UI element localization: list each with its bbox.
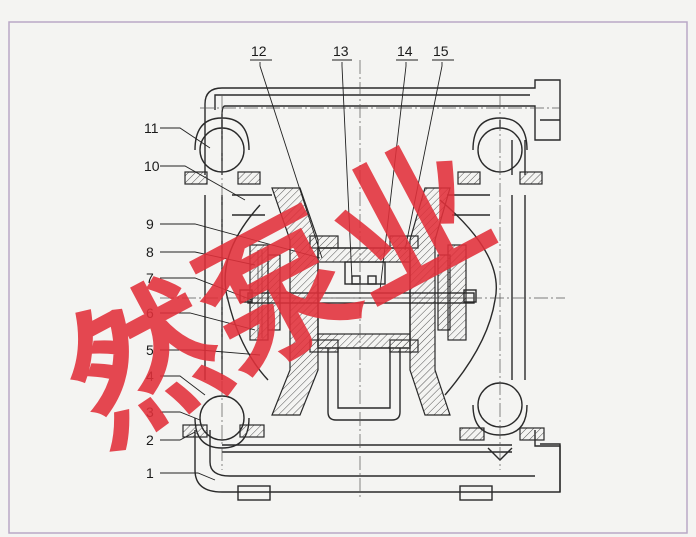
part-label-9: 9 xyxy=(146,216,154,232)
left-diaphragm-assembly xyxy=(239,187,319,416)
part-label-10: 10 xyxy=(144,158,160,174)
part-label-4: 4 xyxy=(146,368,154,384)
center-block xyxy=(309,235,419,421)
drawing-frame xyxy=(8,21,688,534)
part-label-3: 3 xyxy=(146,404,154,420)
part-labels: 1 2 3 4 5 6 7 8 9 10 11 12 13 14 15 xyxy=(144,43,449,481)
part-label-1: 1 xyxy=(146,465,154,481)
part-label-11: 11 xyxy=(144,120,159,136)
watermark: 然泵业 xyxy=(39,112,518,477)
pump-body xyxy=(194,79,561,501)
part-label-6: 6 xyxy=(146,305,154,321)
part-label-7: 7 xyxy=(146,270,154,286)
part-label-8: 8 xyxy=(146,244,154,260)
part-label-2: 2 xyxy=(146,432,154,448)
part-label-15: 15 xyxy=(433,43,449,59)
diaphragm-chambers xyxy=(224,194,497,396)
part-label-12: 12 xyxy=(251,43,267,59)
part-label-14: 14 xyxy=(397,43,413,59)
leader-lines xyxy=(160,59,454,481)
centerlines xyxy=(160,60,565,500)
part-label-5: 5 xyxy=(146,342,154,358)
part-label-13: 13 xyxy=(333,43,349,59)
